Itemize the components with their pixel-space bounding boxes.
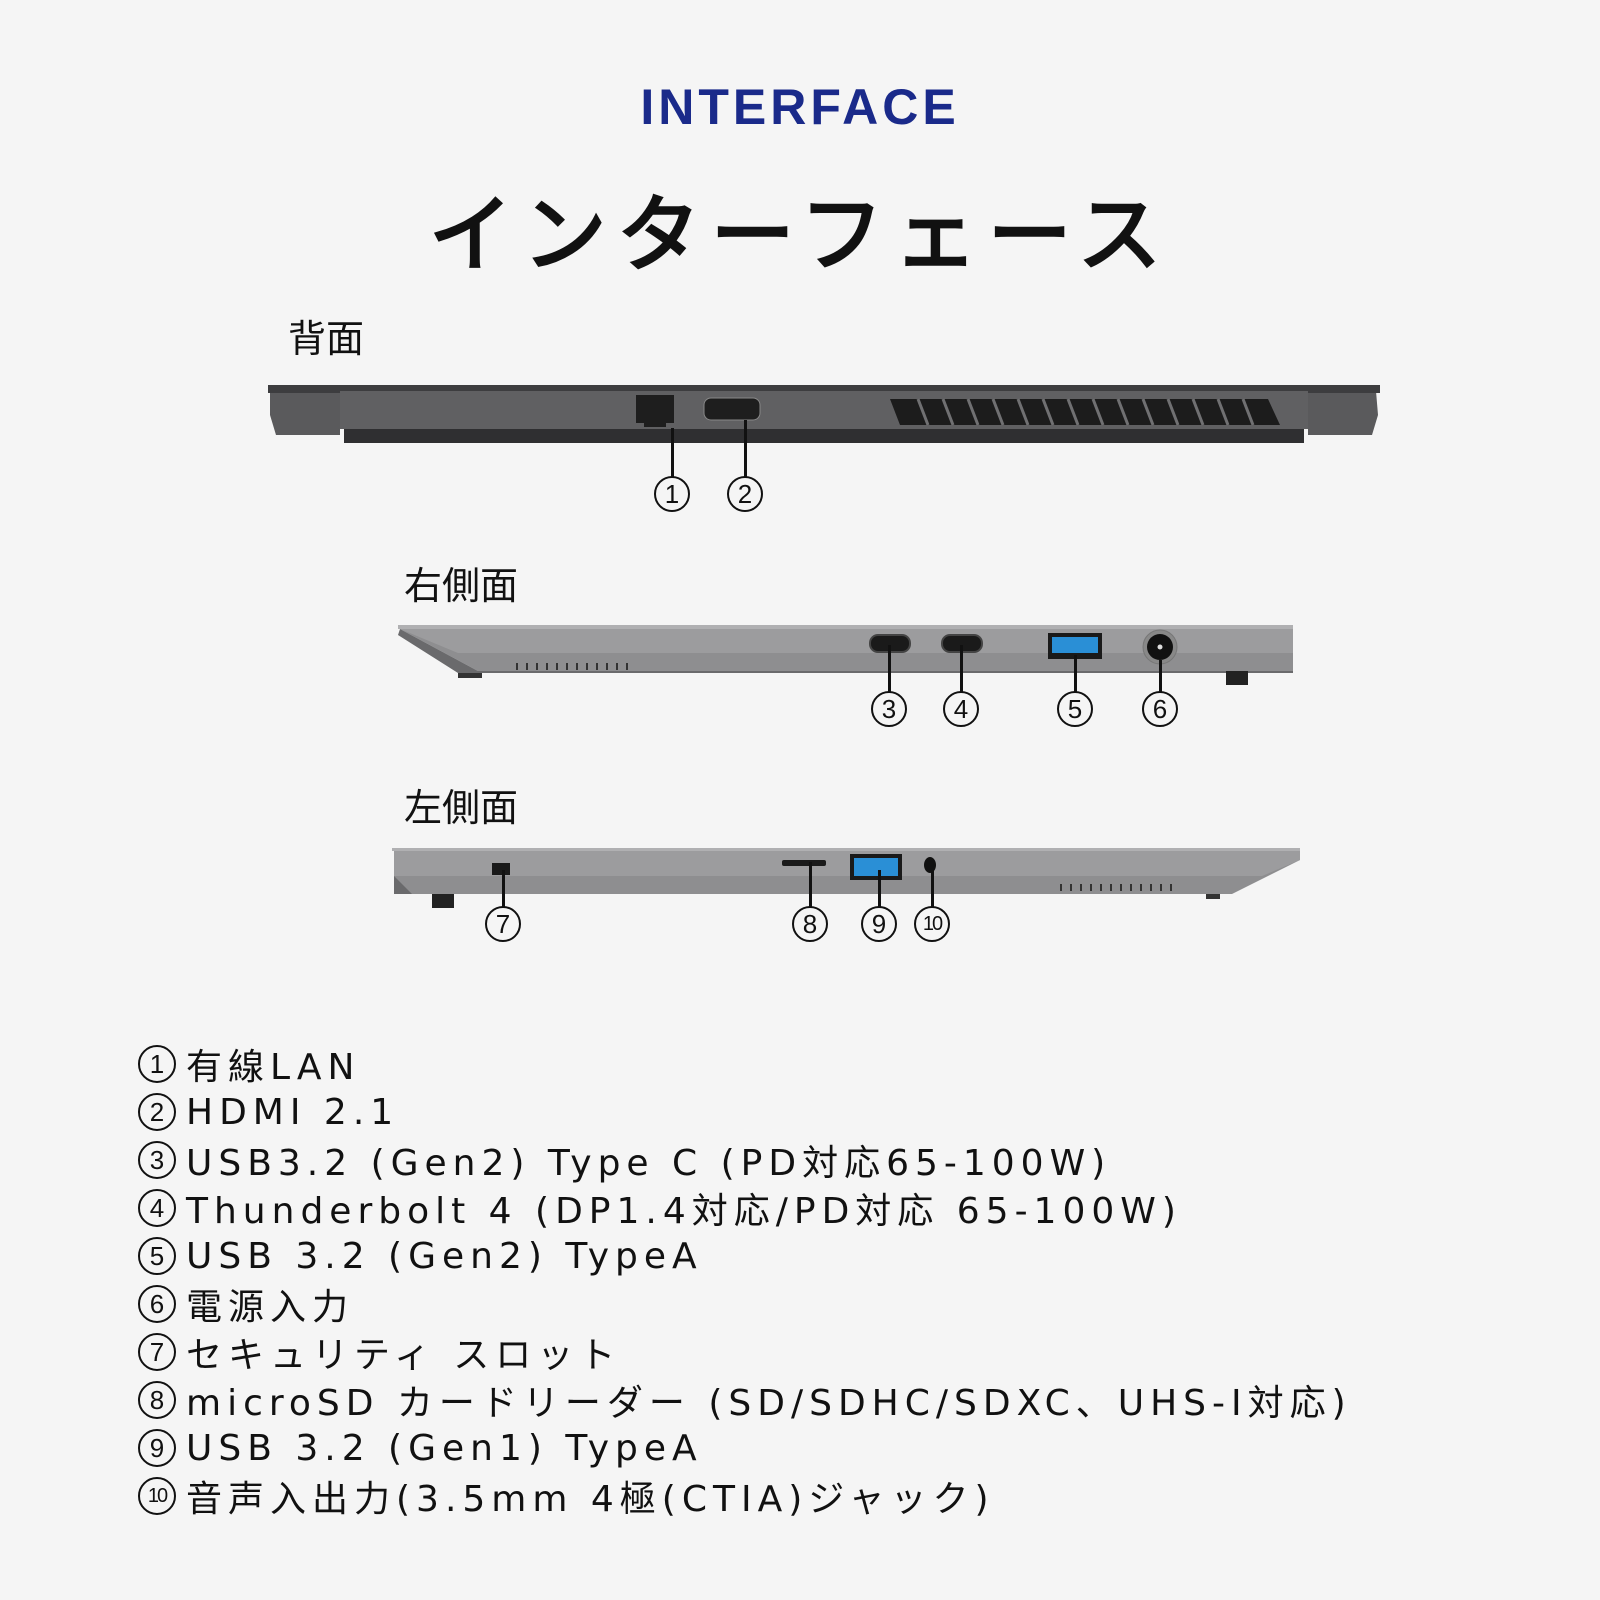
spec-item-10: 10 音声入出力(3.5mm 4極(CTIA)ジャック)	[138, 1472, 1352, 1520]
callout-10: 10	[914, 906, 950, 942]
callout-9: 9	[861, 906, 897, 942]
section-label-rear: 背面	[288, 317, 365, 361]
laptop-left-side-view	[392, 848, 1300, 908]
callout-4: 4	[943, 691, 979, 727]
callout-5: 5	[1057, 691, 1093, 727]
callout-line-9	[878, 870, 881, 908]
spec-item-7: 7 セキュリティ スロット	[138, 1328, 1352, 1376]
spec-text: USB 3.2 (Gen1) TypeA	[186, 1427, 703, 1469]
callout-line-3	[888, 645, 891, 693]
callout-2: 2	[727, 476, 763, 512]
spec-text: 電源入力	[186, 1287, 355, 1328]
interface-spec-list: 1 有線LAN 2 HDMI 2.1 3 USB3.2 (Gen2) Type C (…	[138, 1040, 1352, 1520]
laptop-rear-view	[268, 385, 1380, 443]
spec-item-4: 4 Thunderbolt 4 (DP1.4対応/PD対応 65-100W)	[138, 1184, 1352, 1232]
callout-line-4	[960, 645, 963, 693]
spec-item-6: 6 電源入力	[138, 1280, 1352, 1328]
spec-text: 有線LAN	[186, 1047, 361, 1088]
callout-6: 6	[1142, 691, 1178, 727]
spec-text: microSD カードリーダー (SD/SDHC/SDXC、UHS-I対応)	[186, 1383, 1352, 1424]
spec-number: 4	[138, 1189, 176, 1227]
spec-text: USB3.2 (Gen2) Type C (PD対応65-100W)	[186, 1143, 1112, 1184]
callout-1: 1	[654, 476, 690, 512]
spec-number: 5	[138, 1237, 176, 1275]
spec-item-2: 2 HDMI 2.1	[138, 1088, 1352, 1136]
spec-item-1: 1 有線LAN	[138, 1040, 1352, 1088]
spec-text: Thunderbolt 4 (DP1.4対応/PD対応 65-100W)	[186, 1191, 1182, 1232]
spec-number: 1	[138, 1045, 176, 1083]
callout-line-10	[931, 868, 934, 908]
spec-number: 3	[138, 1141, 176, 1179]
callout-line-6	[1159, 660, 1162, 693]
callout-8: 8	[792, 906, 828, 942]
spec-item-5: 5 USB 3.2 (Gen2) TypeA	[138, 1232, 1352, 1280]
laptop-right-side-view	[398, 625, 1293, 685]
callout-line-1	[671, 428, 674, 478]
spec-text: HDMI 2.1	[186, 1091, 400, 1133]
callout-7: 7	[485, 906, 521, 942]
callout-3: 3	[871, 691, 907, 727]
spec-item-9: 9 USB 3.2 (Gen1) TypeA	[138, 1424, 1352, 1472]
spec-number: 6	[138, 1285, 176, 1323]
title-jp: インターフェース	[428, 186, 1172, 284]
section-label-left: 左側面	[404, 786, 519, 830]
title-en: INTERFACE	[640, 79, 960, 135]
spec-number: 9	[138, 1429, 176, 1467]
spec-text: セキュリティ スロット	[186, 1335, 622, 1376]
spec-item-8: 8 microSD カードリーダー (SD/SDHC/SDXC、UHS-I対応)	[138, 1376, 1352, 1424]
section-label-right: 右側面	[404, 564, 519, 608]
spec-text: USB 3.2 (Gen2) TypeA	[186, 1235, 703, 1277]
spec-number: 10	[138, 1477, 176, 1515]
spec-number: 7	[138, 1333, 176, 1371]
spec-text: 音声入出力(3.5mm 4極(CTIA)ジャック)	[186, 1479, 995, 1520]
callout-line-5	[1074, 655, 1077, 693]
spec-number: 2	[138, 1093, 176, 1131]
spec-item-3: 3 USB3.2 (Gen2) Type C (PD対応65-100W)	[138, 1136, 1352, 1184]
callout-line-7	[502, 870, 505, 908]
callout-line-2	[744, 420, 747, 478]
callout-line-8	[809, 862, 812, 908]
spec-number: 8	[138, 1381, 176, 1419]
